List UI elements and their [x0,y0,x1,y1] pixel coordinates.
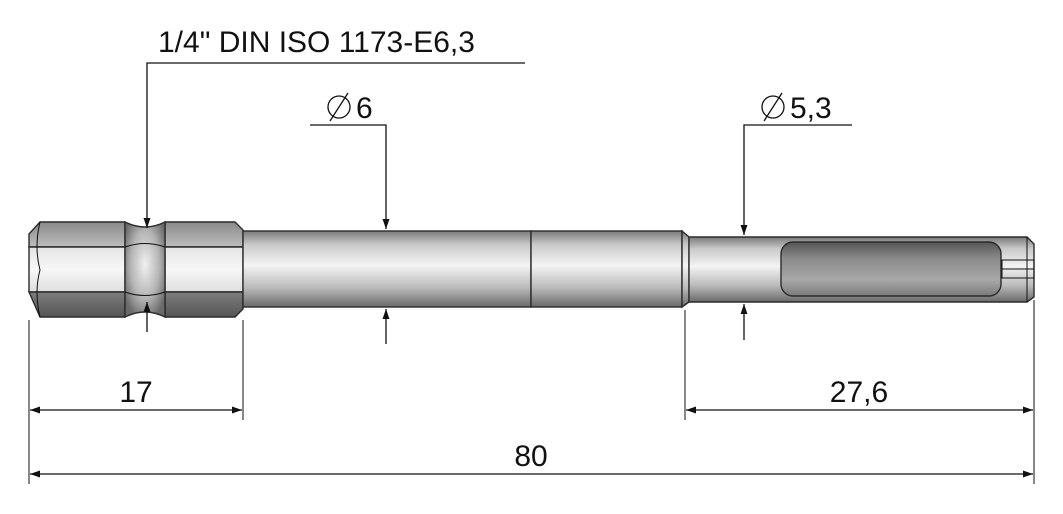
flat-slot [780,241,1002,297]
dimension-27-6: 27,6 [686,376,1033,414]
diameter-symbol-icon [761,92,785,122]
diameter-5-3-callout: 5,3 [740,92,852,340]
dimension-27-6-value: 27,6 [830,376,888,409]
diameter-6-callout: 6 [310,92,390,344]
diameter-5-3-value: 5,3 [790,92,832,125]
tip-section [688,236,1035,303]
shank-section [242,230,532,308]
diameter-symbol-icon [327,92,351,122]
dimension-17-value: 17 [119,376,152,409]
dimension-80: 80 [30,440,1033,478]
ball-groove [124,220,166,319]
drive-callout: 1/4" DIN ISO 1173-E6,3 [143,26,525,332]
diameter-6-value: 6 [356,92,373,125]
screwdriver-bit [27,220,1035,319]
dimension-80-value: 80 [514,440,547,473]
dimension-17: 17 [30,376,242,414]
drive-callout-label: 1/4" DIN ISO 1173-E6,3 [158,26,475,59]
extension-lines [28,300,1035,484]
